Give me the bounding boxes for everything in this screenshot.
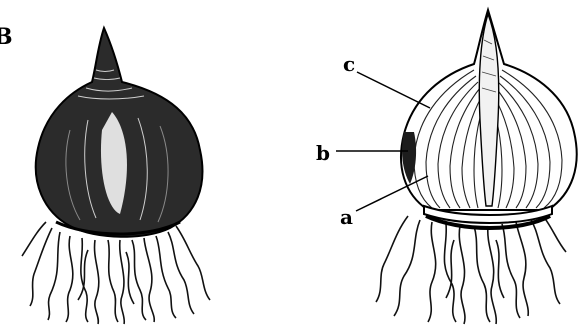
panel-letter: B: [0, 24, 13, 50]
sectioned-bulb-drawing: [376, 10, 577, 324]
whole-bulb-drawing: [22, 28, 210, 324]
label-b: b: [316, 141, 330, 165]
label-c: c: [343, 52, 355, 76]
label-b-group: b: [316, 141, 408, 165]
label-c-group: c: [343, 52, 430, 108]
leader-line-c: [357, 72, 430, 108]
label-a: a: [340, 205, 353, 229]
